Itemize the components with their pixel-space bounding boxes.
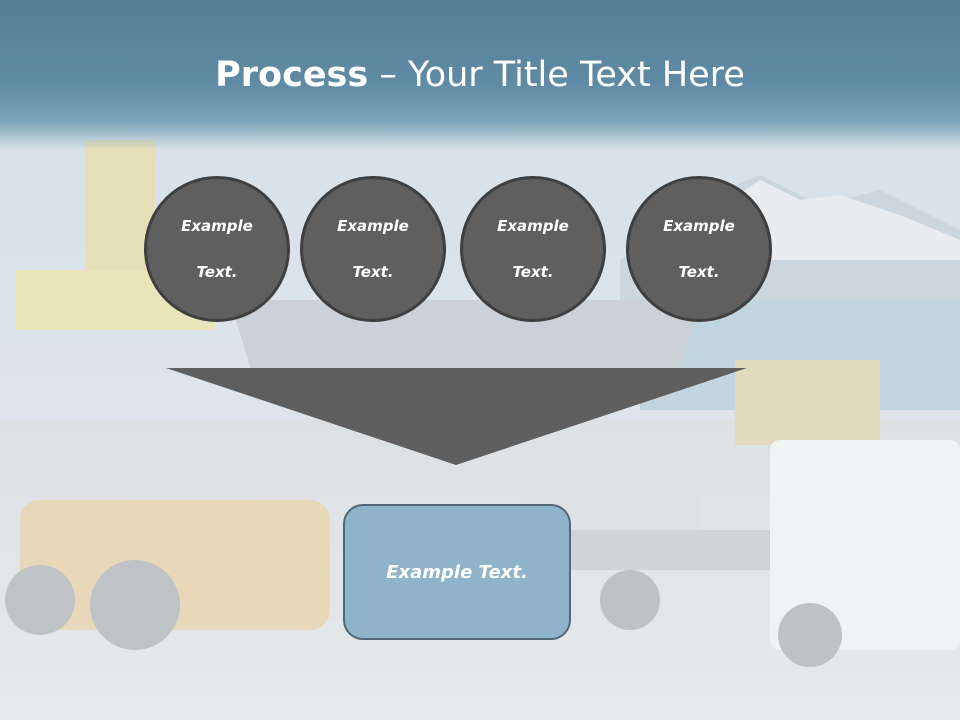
step-3-line1: Example — [497, 216, 569, 235]
title-bar — [0, 0, 960, 150]
step-3-line2: Text. — [512, 262, 554, 281]
step-2-line2: Text. — [352, 262, 394, 281]
step-2-line1: Example — [337, 216, 409, 235]
title-rest: – Your Title Text Here — [368, 55, 745, 95]
step-4-line2: Text. — [678, 262, 720, 281]
result-label: Example Text. — [386, 561, 528, 583]
step-4-line1: Example — [663, 216, 735, 235]
title-bold: Process — [215, 55, 369, 95]
step-1-line2: Text. — [196, 262, 238, 281]
step-1-line1: Example — [181, 216, 253, 235]
slide-title: Process – Your Title Text Here — [0, 52, 960, 98]
result-box: Example Text. — [343, 504, 571, 640]
